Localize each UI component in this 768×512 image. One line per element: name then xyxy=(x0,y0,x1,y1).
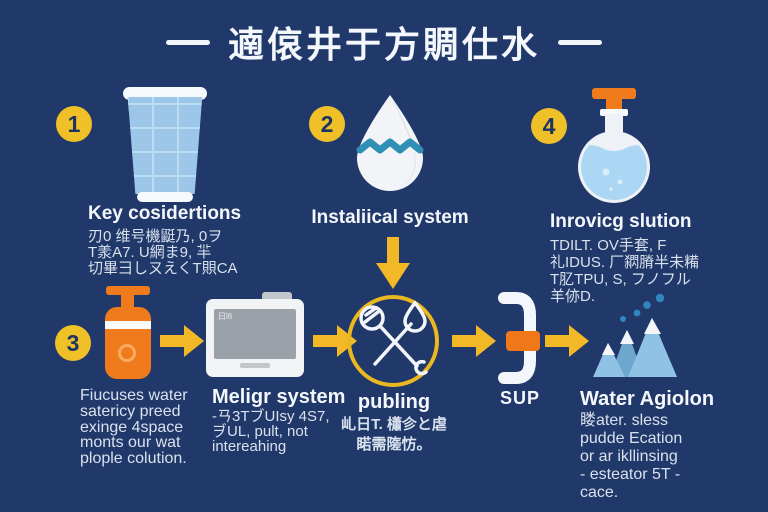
step1-text: 刃0 维号機鼮乃, 0ヲ T羕A7. U網ま9, 羋 切畢彐しㄡえくT賏CA xyxy=(88,228,238,277)
arrow-right-icon xyxy=(160,325,204,357)
monitor-screen-label: 日ǐ6 xyxy=(218,312,233,321)
arrow-down-icon xyxy=(376,237,410,289)
monitor-icon: 日ǐ6 xyxy=(206,292,314,378)
page-title: 遖偯井于方賙仕水 xyxy=(227,24,540,65)
sup-label: SUP xyxy=(499,388,540,408)
bottle-body xyxy=(105,307,151,379)
step-badge-2: 2 xyxy=(309,106,345,142)
monitor-screen: 日ǐ6 xyxy=(214,309,296,359)
title-dash-left xyxy=(165,39,210,45)
step-badge-4: 4 xyxy=(531,108,567,144)
arrow-right-icon xyxy=(313,325,357,357)
arrow-right-icon xyxy=(452,325,496,357)
step4-text: TDILT. OV手套, F 礼IDUS. 厂閷膌半未糒 T肊TPU, S, フ… xyxy=(550,237,700,305)
step4-heading: Inrovicg slution xyxy=(550,211,692,232)
monitor-text: -ㄢ3TブUIsy 4S7, ヺUL, pult, not intereahin… xyxy=(212,408,330,455)
bottle-stripe xyxy=(105,321,151,329)
title-dash-right xyxy=(558,39,602,45)
step2-heading: Instaliical system xyxy=(311,207,469,228)
step3-text: Fiucuses water satericy preed exinge 4sp… xyxy=(80,387,188,468)
title-row: 遖偯井于方賙仕水 xyxy=(0,16,768,68)
mountains-icon xyxy=(593,293,677,377)
bottle-pump xyxy=(106,286,150,295)
spray-bottle-icon xyxy=(105,286,153,380)
glass-base xyxy=(137,192,193,202)
crossed-tools-icon xyxy=(347,295,439,387)
publing-text: 乢日T. 櫹㐱と虐 睰需隓㤃。 xyxy=(341,416,447,453)
water-heading: Water Agiolon xyxy=(580,388,715,410)
bottle-emblem xyxy=(118,344,136,362)
step1-heading: Key cosidertions xyxy=(88,203,242,224)
bottle-pump-stem xyxy=(121,293,134,309)
step-badge-1: 1 xyxy=(56,106,92,142)
flask-icon xyxy=(578,88,650,203)
glass-rim xyxy=(123,87,207,100)
water-glass-icon xyxy=(123,87,207,203)
glass-body xyxy=(127,97,203,194)
monitor-heading: Meligr system xyxy=(212,386,346,408)
bracket-clamp xyxy=(506,331,540,351)
arrow-right-icon xyxy=(545,325,589,357)
step-badge-3: 3 xyxy=(55,325,91,361)
water-drop-icon xyxy=(356,95,424,191)
publing-heading: publing xyxy=(357,391,431,413)
monitor-slot xyxy=(240,363,270,368)
water-text: 䁖ater. sless pudde Ecation or ar ikllins… xyxy=(580,412,683,501)
